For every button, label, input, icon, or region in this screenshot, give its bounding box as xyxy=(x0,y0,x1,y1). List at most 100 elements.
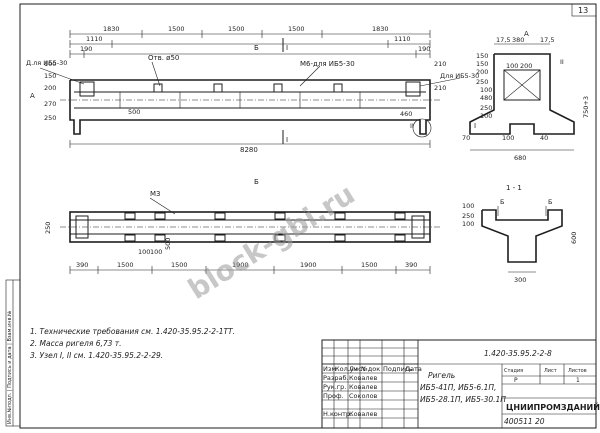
view-a-dim-right: 250 xyxy=(476,78,488,86)
plan-dim-bottom: 390 xyxy=(76,261,88,269)
tb-role: Проф. xyxy=(323,392,344,400)
tb-name: Ковалев xyxy=(349,383,378,391)
tb-header-cell: №док xyxy=(360,365,380,373)
tb-archive: 400511 20 xyxy=(504,417,545,426)
section-dim-600: 600 xyxy=(570,232,578,244)
side-stamp: Инв.№подл. | Подпись и дата | Взам.инв.№ xyxy=(5,279,21,427)
section-dim-300: 300 xyxy=(514,276,526,284)
view-a-dim-bottom: 680 xyxy=(514,154,526,162)
plan-dim-500: 500 xyxy=(164,238,172,250)
tb-subtitle-2: ИБ5-28.1П, ИБ5-30.1П xyxy=(420,395,506,404)
plan-dim-bottom: 1500 xyxy=(361,261,378,269)
plan-insert xyxy=(214,212,226,220)
tb-role: Разраб. xyxy=(323,374,349,382)
plan-insert xyxy=(214,234,226,242)
elev-marker-1: I xyxy=(286,136,288,144)
tb-sheets-header: Листов xyxy=(568,368,587,374)
sheet-number: 13 xyxy=(578,6,588,15)
plan-dim-100b: 100 xyxy=(150,248,162,256)
view-a-dim-inner: 200 xyxy=(520,62,532,70)
view-a-title: А xyxy=(524,30,529,38)
section-label-b2: Б xyxy=(548,198,552,206)
elev-label-ii: II xyxy=(410,122,414,130)
elev-dim-second: 1110 xyxy=(394,35,411,43)
elev-dim-right: 210 xyxy=(434,84,446,92)
side-stamp-text: Инв.№подл. | Подпись и дата | Взам.инв.№ xyxy=(7,310,13,424)
elev-dim-left: 270 xyxy=(44,100,56,108)
tb-header-cell: Лист xyxy=(349,365,366,373)
view-a-dim-right: 100 xyxy=(480,86,492,94)
tb-stage-value: Р xyxy=(514,377,518,384)
tb-role: Н.контр. xyxy=(323,410,352,418)
elev-dim-third: 190 xyxy=(418,45,430,53)
elev-dim-left: 150 xyxy=(44,72,56,80)
view-a-dim-right: 150 xyxy=(476,52,488,60)
view-a-dim-top: 17,5 xyxy=(540,36,554,44)
sheet-number-box xyxy=(571,3,597,17)
view-a-dim-right: 250 xyxy=(480,104,492,112)
tb-name: Ковалев xyxy=(349,374,378,382)
tb-org: ЦНИИПРОМЗДАНИЙ xyxy=(506,401,600,412)
elev-insert-plate xyxy=(213,83,223,93)
tb-header-cell: Подпись xyxy=(383,365,412,373)
tb-name: Ковалев xyxy=(349,410,378,418)
elev-dim-top: 1500 xyxy=(168,25,185,33)
elev-dim-third: 190 xyxy=(80,45,92,53)
section-dim-left: 100 xyxy=(462,220,474,228)
view-a-label-ii: II xyxy=(560,58,564,66)
view-a-dim-750: 750+3 xyxy=(582,96,590,118)
elev-dim-top: 1830 xyxy=(103,25,120,33)
view-a-dim-right: 100 xyxy=(480,112,492,120)
plan-insert xyxy=(124,212,136,220)
plan-insert xyxy=(274,234,286,242)
elev-dim-top: 1500 xyxy=(228,25,245,33)
plan-insert xyxy=(154,212,166,220)
plan-label-m3: М3 xyxy=(150,190,161,198)
tb-subtitle-1: ИБ5-41П, ИБ5-6.1П, xyxy=(420,383,496,392)
section-label-b1: Б xyxy=(500,198,504,206)
elev-label-left-top: Д.ля ИБ5-30 xyxy=(26,59,67,67)
tb-header-cell: Изм xyxy=(323,365,336,373)
section-title: 1 - 1 xyxy=(506,184,522,192)
plan-insert xyxy=(124,234,136,242)
elev-dim-second: 1110 xyxy=(86,35,103,43)
plan-insert xyxy=(394,234,406,242)
tb-stage-header: Стадия xyxy=(504,368,523,374)
elev-dim-right: 210 xyxy=(434,60,446,68)
elev-label-460: 460 xyxy=(400,110,412,118)
tb-header-cell: Кол.уч xyxy=(335,365,358,373)
plan-dim-100a: 100 xyxy=(138,248,150,256)
tb-sheet-header: Лист xyxy=(544,368,557,374)
elev-label-left-mid: А xyxy=(30,92,35,100)
elev-dim-top: 1500 xyxy=(288,25,305,33)
elev-dim-total: 8280 xyxy=(240,146,258,154)
tb-name: Соколов xyxy=(349,392,378,400)
plan-insert xyxy=(334,234,346,242)
plan-dim-left: 250 xyxy=(44,222,52,234)
elev-dim-left: 100 xyxy=(44,60,56,68)
elev-label-500: 500 xyxy=(128,108,140,116)
elev-label-right: Для ИБ5-30 xyxy=(440,72,479,80)
elev-insert-plate xyxy=(273,83,283,93)
plan-insert xyxy=(274,212,286,220)
view-a-dim-top: 17,5 xyxy=(496,36,510,44)
view-a-dim-right: 150 xyxy=(476,60,488,68)
tb-code: 1.420-35.95.2-2-8 xyxy=(484,349,552,358)
elev-label-m6: М6-для ИБ5-30 xyxy=(300,60,355,68)
elev-dim-top: 1830 xyxy=(372,25,389,33)
tb-header-cell: Дата xyxy=(405,365,422,373)
plan-dim-bottom: 1500 xyxy=(117,261,134,269)
section-dim-left: 250 xyxy=(462,212,474,220)
view-a-dim-top: 380 xyxy=(512,36,524,44)
elev-dim-left: 200 xyxy=(44,84,56,92)
plan-dim-bottom: 1500 xyxy=(171,261,188,269)
view-a-marker: I xyxy=(474,122,476,130)
tb-sheet-value: 1 xyxy=(576,377,580,384)
section-dim-left: 100 xyxy=(462,202,474,210)
elev-insert-plate xyxy=(333,83,343,93)
note-1: 1. Технические требования см. 1.420-35.9… xyxy=(30,327,235,336)
note-2: 2. Масса ригеля 6,73 т. xyxy=(30,339,122,348)
